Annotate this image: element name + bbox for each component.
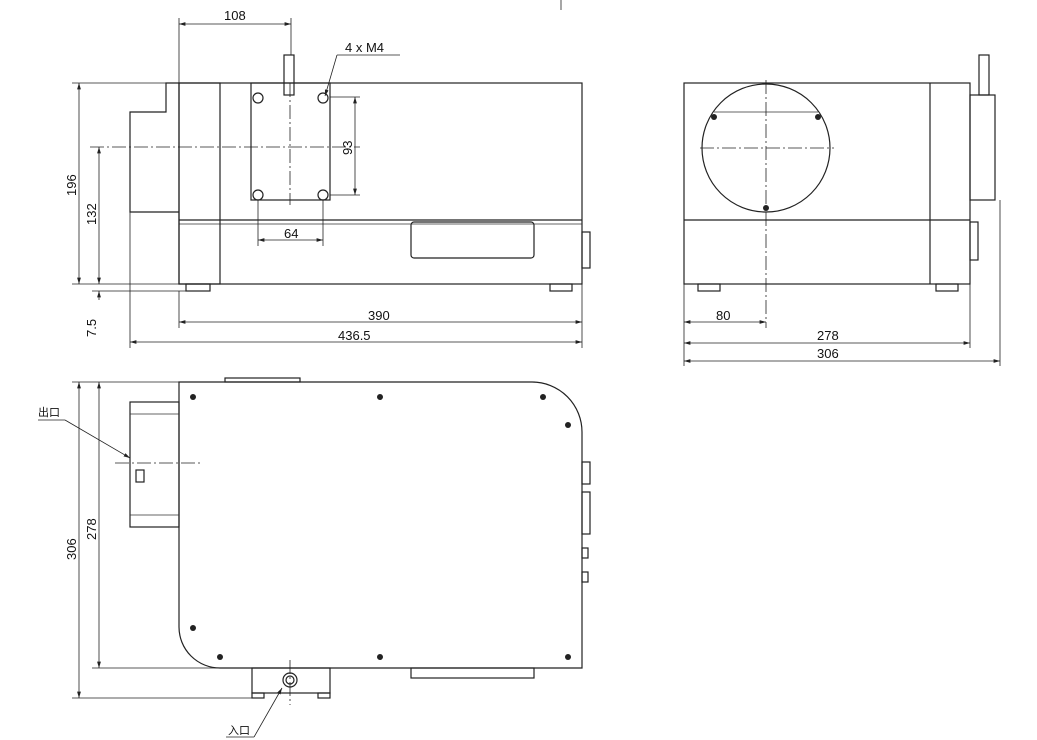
- window: [410, 221, 535, 259]
- mounting-plate: [250, 82, 331, 201]
- outlet-label: 出口: [38, 405, 60, 419]
- dim-93: 93: [340, 141, 355, 155]
- dim-436-5: 436.5: [338, 328, 371, 343]
- dim-132: 132: [84, 203, 99, 225]
- dim-278: 278: [817, 328, 839, 343]
- screws: [190, 394, 571, 660]
- dim-278-top: 278: [84, 518, 99, 540]
- dim-80: 80: [716, 308, 730, 323]
- front-view: 108 4 x M4 93 64 196 132 7.5 390 436.5: [64, 8, 591, 348]
- inlet-label: 入口: [228, 724, 250, 737]
- fitting: [283, 54, 295, 96]
- dim-306-top: 306: [64, 538, 79, 560]
- dim-64: 64: [284, 226, 298, 241]
- dim-306: 306: [817, 346, 839, 361]
- dim-390: 390: [368, 308, 390, 323]
- thread-callout: 4 x M4: [345, 40, 384, 55]
- dim-196: 196: [64, 174, 79, 196]
- top-view: 306 278 出口 入口: [38, 377, 591, 738]
- mount-holes: [252, 92, 329, 201]
- side-view: 80 278 306: [683, 54, 1001, 366]
- dim-108: 108: [224, 8, 246, 23]
- dim-7-5: 7.5: [84, 319, 99, 337]
